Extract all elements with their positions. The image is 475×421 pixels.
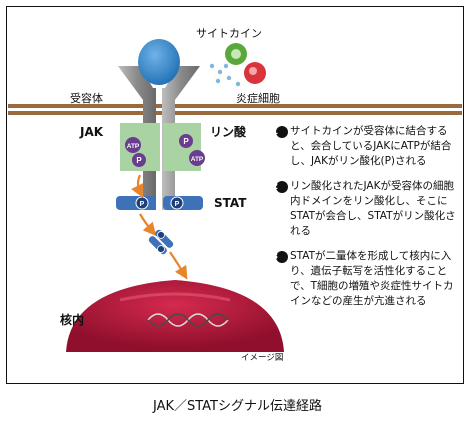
p-badge-jak-right: P <box>179 134 193 148</box>
svg-text:P: P <box>140 201 145 208</box>
step-number: 1 <box>272 126 288 138</box>
arrow-dimer-to-nucleus <box>169 251 188 280</box>
arrow-stat-to-dimer <box>139 213 157 237</box>
stat-right: P <box>163 196 203 210</box>
jak-stat-diagram: ATP P ATP P P P <box>8 39 462 352</box>
p-badge-jak-left: P <box>132 153 146 167</box>
stat-dimer <box>148 229 174 255</box>
step-text: STATが二量体を形成して核内に入り、遺伝子転写を活性化することで、T細胞の増殖… <box>290 250 454 307</box>
figure-frame <box>6 6 464 384</box>
atp-badge-right: ATP <box>189 150 205 166</box>
receptor <box>118 66 200 210</box>
nucleus-label: 核内 <box>60 313 85 327</box>
image-note: イメージ図 <box>241 353 284 363</box>
inflammatory-cell-label: 炎症細胞 <box>236 92 280 105</box>
svg-text:ATP: ATP <box>127 143 140 150</box>
dna-helix-icon <box>147 313 229 327</box>
receptor-label: 受容体 <box>70 92 103 105</box>
jak-label: JAK <box>80 125 104 139</box>
svg-text:P: P <box>175 201 180 208</box>
svg-text:P: P <box>136 156 142 165</box>
step-number: 3 <box>272 251 288 263</box>
nucleus <box>66 280 284 352</box>
svg-text:P: P <box>183 137 189 146</box>
stat-left: P <box>116 196 156 210</box>
svg-text:ATP: ATP <box>191 156 204 163</box>
step-text: リン酸化されたJAKが受容体の細胞内ドメインをリン酸化し、そこにSTATが会合し… <box>290 180 456 237</box>
stat-label: STAT <box>214 196 247 210</box>
figure-caption: JAK／STATシグナル伝達経路 <box>152 399 323 414</box>
phosphorylation-label: リン酸 <box>210 125 247 139</box>
nucleus-highlight <box>119 292 231 302</box>
cell-membrane <box>8 104 462 115</box>
cytokine-label: サイトカイン <box>196 27 262 40</box>
arrow-jak-to-stat <box>131 174 143 198</box>
step-text: サイトカインが受容体に結合すると、会合しているJAKにATPが結合し、JAKがリ… <box>290 125 452 167</box>
atp-badge-left: ATP <box>125 137 141 153</box>
step-number: 2 <box>272 181 288 193</box>
cytokine-molecule <box>138 39 180 85</box>
inflammatory-cell-icon <box>209 43 266 87</box>
